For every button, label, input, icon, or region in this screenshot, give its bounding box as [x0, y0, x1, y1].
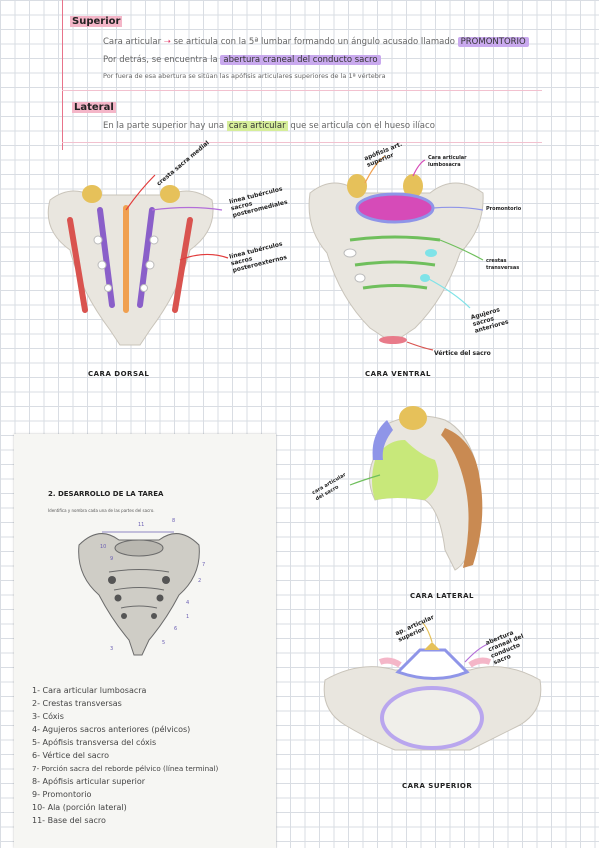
worksheet-number: 2 — [198, 578, 202, 584]
margin-line — [62, 0, 63, 150]
list-item: 3- Cóxis — [32, 712, 64, 721]
worksheet-number: 5 — [162, 640, 166, 646]
separator — [62, 90, 542, 91]
yellow-articular-process — [399, 406, 427, 430]
label-promontorio: Promontorio — [486, 206, 522, 212]
worksheet-number: 11 — [138, 522, 145, 528]
worksheet-number: 8 — [172, 518, 176, 524]
red-line — [172, 217, 193, 313]
sacral-canal-opening — [395, 648, 470, 680]
list-item: 9- Promontorio — [32, 790, 92, 799]
worksheet-number: 3 — [110, 646, 114, 652]
lateral-sacrum-illustration — [349, 406, 483, 571]
apex-marker — [379, 336, 407, 344]
worksheet-number: 10 — [100, 544, 107, 550]
worksheet-instruction: Identifica y nombra cada una de las part… — [48, 508, 155, 513]
list-item: 1- Cara articular lumbosacra — [32, 686, 147, 695]
cyan-foramen — [420, 274, 430, 282]
worksheet-title: 2. DESARROLLO DE LA TAREA — [48, 490, 164, 498]
worksheet-number: 4 — [186, 600, 190, 606]
worksheet-photo: 2. DESARROLLO DE LA TAREA Identifica y n… — [14, 434, 276, 848]
list-item: 7- Porción sacra del reborde pélvico (lí… — [32, 764, 219, 773]
superior-line-2: Por detrás, se encuentra la abertura cra… — [103, 55, 381, 65]
list-item: 8- Apófisis articular superior — [32, 777, 146, 786]
caption-lateral: CARA LATERAL — [410, 592, 474, 600]
lateral-line: En la parte superior hay una cara articu… — [103, 121, 435, 131]
yellow-articular-process — [82, 185, 102, 203]
superior-articular-surface — [380, 686, 484, 750]
list-item: 11- Base del sacro — [32, 816, 106, 825]
superior-sacrum-illustration — [323, 621, 542, 751]
caption-dorsal: CARA DORSAL — [88, 370, 150, 378]
worksheet-number: 9 — [110, 556, 114, 562]
yellow-articular-process — [347, 174, 367, 198]
dorsal-sacrum-illustration — [47, 174, 229, 346]
label-crestas-transversas: crestas transversas — [486, 258, 520, 271]
ventral-bone-shape — [308, 182, 484, 339]
yellow-articular-process — [403, 174, 423, 198]
dorsal-bone-shape — [47, 190, 214, 346]
list-item: 2- Crestas transversas — [32, 699, 122, 708]
separator — [62, 142, 542, 143]
arrow-right-icon: ➝ — [163, 37, 171, 47]
cyan-foramen — [425, 249, 437, 257]
label-cara-articular-lumbosacra: Cara articular lumbosacra — [428, 155, 467, 168]
caption-ventral: CARA VENTRAL — [365, 370, 431, 378]
superior-heading: Superior — [70, 16, 123, 27]
yellow-articular-process — [160, 185, 180, 203]
yellow-articular-process — [424, 642, 440, 650]
ventral-sacrum-illustration — [308, 155, 484, 351]
worksheet-number: 1 — [186, 614, 190, 620]
magenta-articular-surface — [355, 192, 435, 224]
red-line — [67, 217, 88, 313]
worksheet-number: 7 — [202, 562, 206, 568]
superior-line-3: Por fuera de esa abertura se sitúan las … — [103, 72, 386, 80]
list-item: 4- Agujeros sacros anteriores (pélvicos) — [32, 725, 191, 734]
worksheet-number: 6 — [174, 626, 178, 632]
blue-margin — [372, 420, 393, 460]
caption-superior: CARA SUPERIOR — [402, 782, 473, 790]
worksheet-sacrum-drawing — [78, 531, 200, 656]
brown-region — [441, 428, 483, 568]
list-item: 10- Ala (porción lateral) — [32, 803, 127, 812]
lateral-heading: Lateral — [72, 102, 116, 113]
list-item: 5- Apófisis transversa del cóxis — [32, 738, 157, 747]
label-vertice: Vértice del sacro — [434, 350, 491, 357]
green-auricular-surface — [372, 440, 439, 500]
superior-line-1: Cara articular ➝ se articula con la 5ª l… — [103, 37, 529, 47]
list-item: 6- Vértice del sacro — [32, 751, 110, 760]
